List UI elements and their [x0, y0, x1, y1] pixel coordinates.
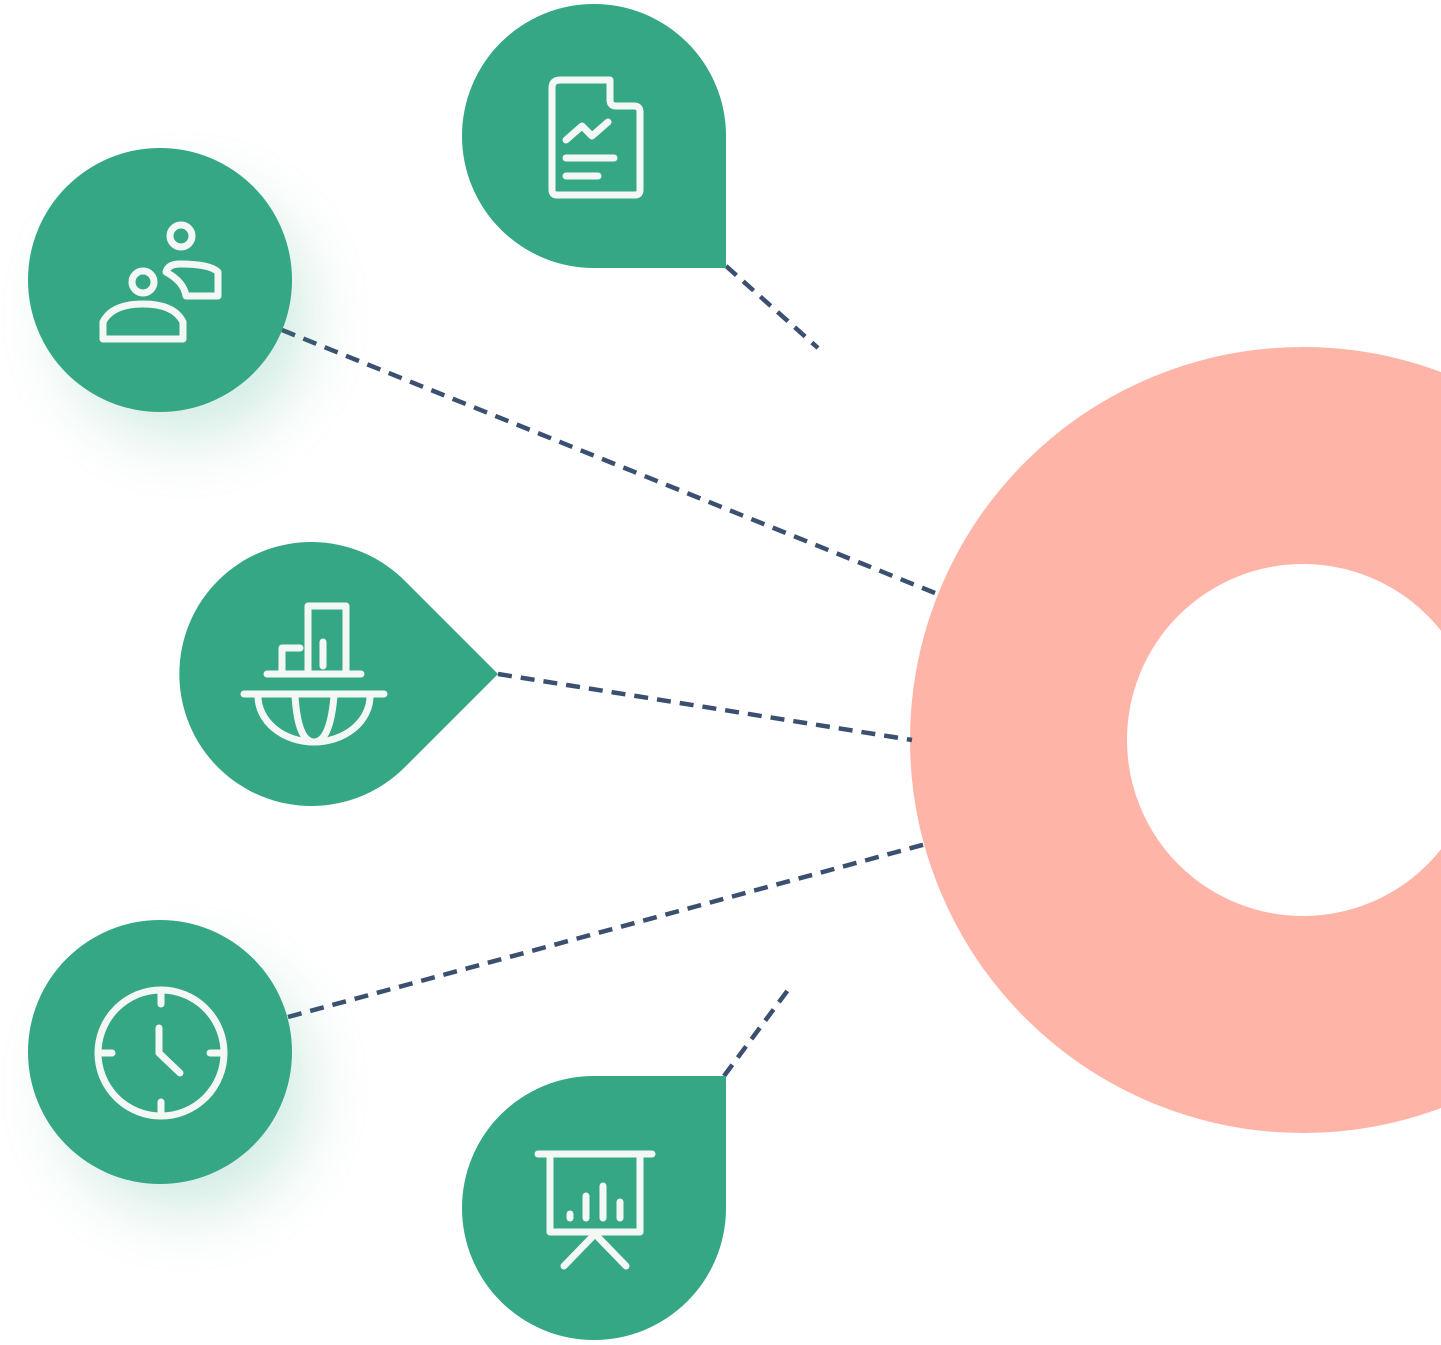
users-icon — [99, 221, 222, 343]
nodes — [28, 4, 726, 1340]
users-node[interactable] — [28, 148, 292, 412]
clock-icon — [94, 986, 228, 1120]
connector-bar-chart-globe — [497, 671, 913, 743]
clock-node[interactable] — [28, 920, 292, 1184]
connector-lines — [281, 264, 941, 1078]
connector-clock — [287, 841, 927, 1020]
report-node[interactable] — [462, 4, 726, 268]
presentation-node[interactable] — [462, 1076, 726, 1340]
connector-report — [724, 264, 820, 350]
presentation-chart-icon — [534, 1150, 656, 1270]
bar-chart-globe-node[interactable] — [179, 542, 499, 806]
connector-users — [281, 327, 941, 598]
bar-chart-globe-icon — [240, 602, 388, 746]
report-chart-icon — [548, 76, 644, 199]
connector-presentation — [722, 988, 790, 1078]
hub-ring — [910, 347, 1441, 1133]
